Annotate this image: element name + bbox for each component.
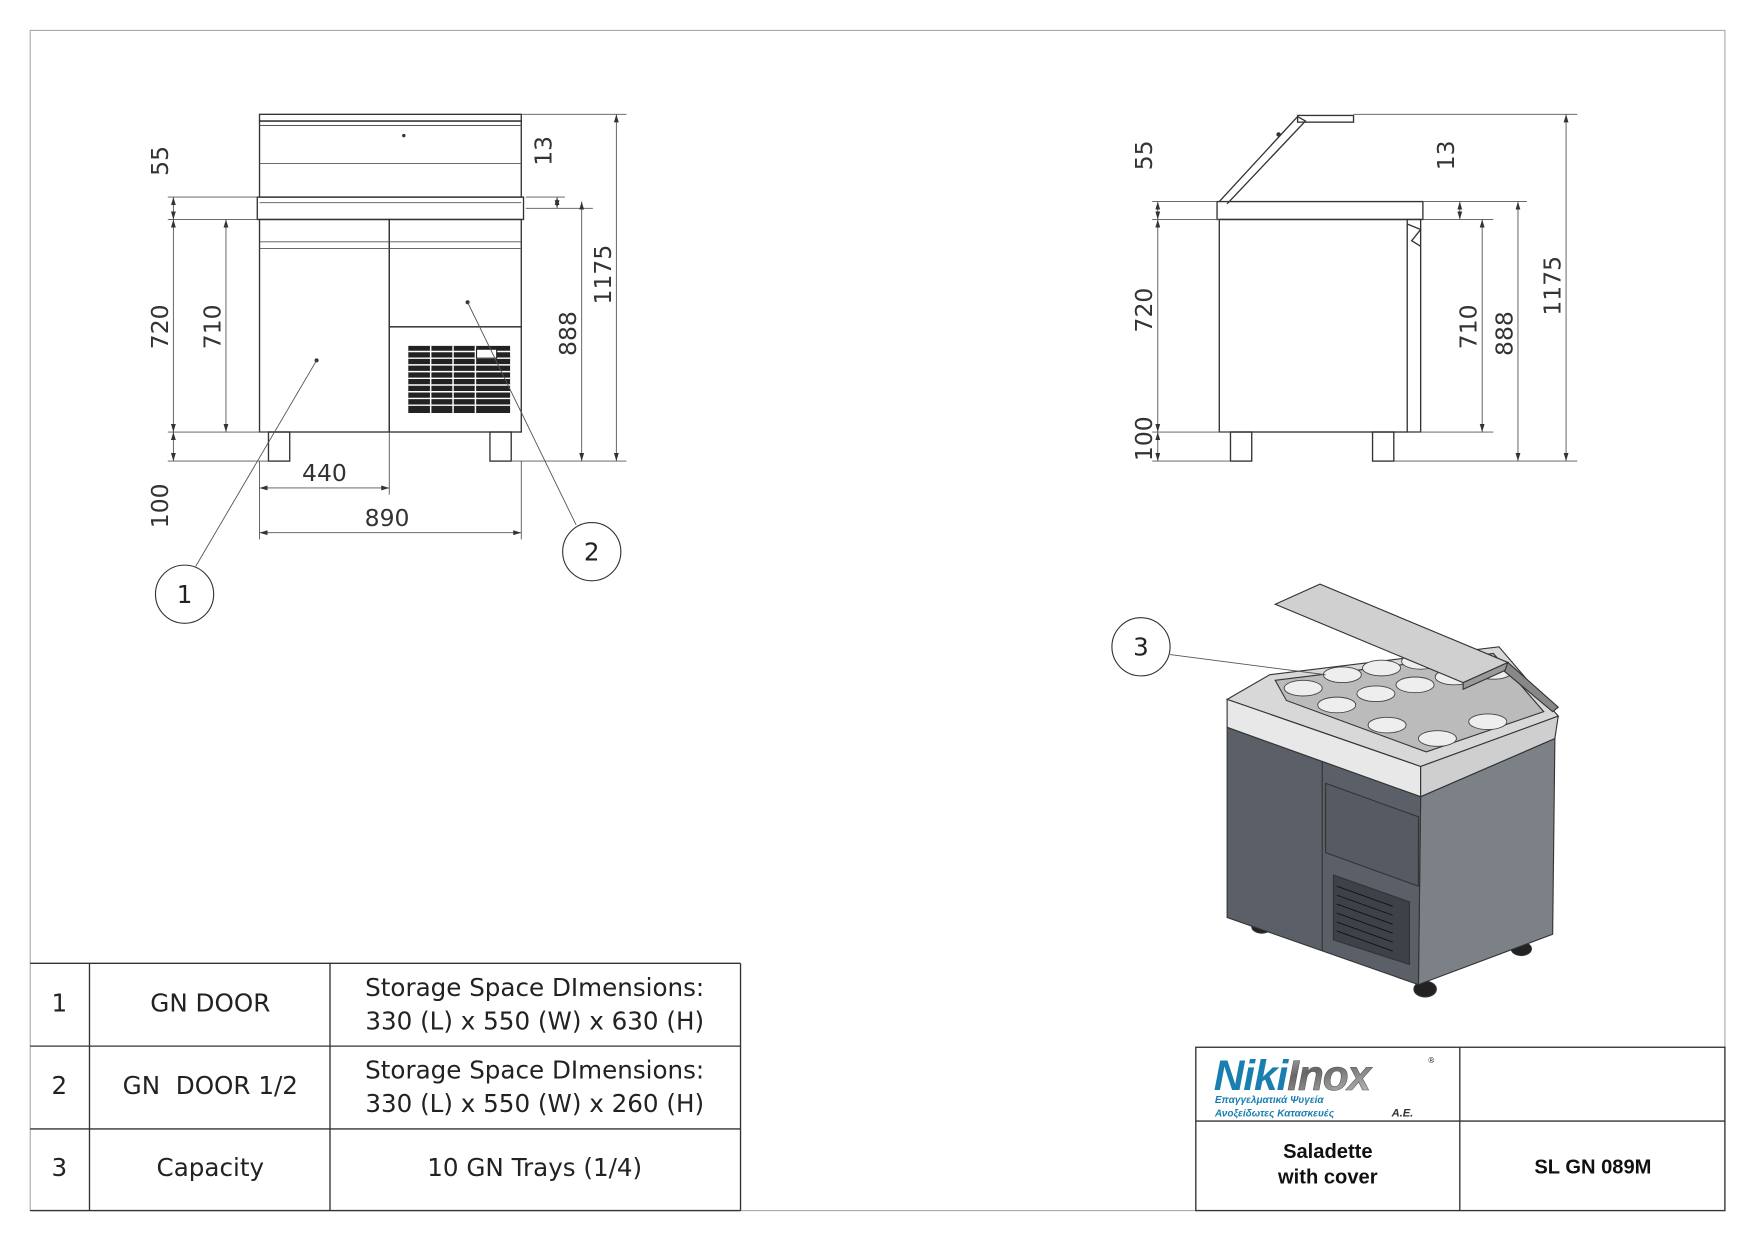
svg-text:Capacity: Capacity <box>157 1153 264 1182</box>
svg-text:NikiInox: NikiInox <box>1214 1053 1374 1100</box>
balloon-3: 3 <box>1111 617 1171 677</box>
title-block: NikiInox Επαγγελματικά Ψυγεία Ανοξείδωτε… <box>1195 1046 1726 1212</box>
side-dim-1175: 1175 <box>1538 256 1566 316</box>
dim-100: 100 <box>146 483 174 528</box>
svg-text:2: 2 <box>51 1071 67 1100</box>
door-2 <box>388 218 522 328</box>
side-view: 55 720 100 13 710 888 1175 <box>1130 113 1578 462</box>
table-row: 2 GN DOOR 1/2 Storage Space DImensions: … <box>51 1056 704 1119</box>
dim-55: 55 <box>146 146 174 176</box>
door-1 <box>258 218 390 433</box>
compressor-grille-icon <box>408 345 511 413</box>
svg-text:3: 3 <box>1133 633 1149 662</box>
isometric-view: 3 <box>1111 583 1560 998</box>
side-dim-710: 710 <box>1455 304 1483 349</box>
dim-440: 440 <box>302 459 347 487</box>
svg-text:330 (L) x 550 (W) x 630 (H): 330 (L) x 550 (W) x 630 (H) <box>365 1006 704 1035</box>
nikiinox-logo: NikiInox Επαγγελματικά Ψυγεία Ανοξείδωτε… <box>1214 1052 1435 1120</box>
svg-text:Storage Space DImensions:: Storage Space DImensions: <box>365 973 704 1002</box>
side-dim-720: 720 <box>1130 288 1158 333</box>
svg-text:Ανοξείδωτες Κατασκευές: Ανοξείδωτες Κατασκευές <box>1214 1109 1335 1120</box>
svg-text:3: 3 <box>51 1153 67 1182</box>
table-row: 1 GN DOOR Storage Space DImensions: 330 … <box>51 973 704 1036</box>
front-view: 55 720 100 710 13 888 1175 440 890 1 2 <box>146 113 627 624</box>
svg-text:2: 2 <box>584 538 600 567</box>
balloon-2: 2 <box>562 522 622 582</box>
table-row: 3 Capacity 10 GN Trays (1/4) <box>51 1153 642 1182</box>
dim-13: 13 <box>529 136 557 166</box>
svg-text:A.E.: A.E. <box>1391 1108 1414 1120</box>
svg-text:GN DOOR: GN DOOR <box>150 988 270 1017</box>
svg-text:1: 1 <box>177 580 193 609</box>
dim-1175: 1175 <box>589 245 617 305</box>
product-name-line2: with cover <box>1277 1167 1378 1189</box>
dim-710: 710 <box>198 304 226 349</box>
parts-table: 1 GN DOOR Storage Space DImensions: 330 … <box>30 962 742 1212</box>
side-dim-55: 55 <box>1130 140 1158 170</box>
model-code: SL GN 089M <box>1534 1157 1651 1179</box>
svg-text:10 GN Trays (1/4): 10 GN Trays (1/4) <box>427 1153 642 1182</box>
balloon-1: 1 <box>154 564 215 624</box>
svg-text:330 (L) x 550 (W) x 260 (H): 330 (L) x 550 (W) x 260 (H) <box>365 1089 704 1118</box>
svg-text:GN DOOR 1/2: GN DOOR 1/2 <box>123 1071 298 1100</box>
sheet-border <box>29 29 1726 1212</box>
side-dim-13: 13 <box>1432 140 1460 170</box>
dim-888: 888 <box>554 311 582 356</box>
product-name: Saladette <box>1283 1141 1372 1163</box>
dim-720: 720 <box>146 304 174 349</box>
dim-890: 890 <box>365 504 410 532</box>
side-dim-888: 888 <box>1490 311 1518 356</box>
svg-text:®: ® <box>1427 1056 1435 1065</box>
side-dim-100: 100 <box>1130 416 1158 461</box>
svg-text:Επαγγελματικά Ψυγεία: Επαγγελματικά Ψυγεία <box>1215 1095 1325 1106</box>
svg-text:Storage Space DImensions:: Storage Space DImensions: <box>365 1056 704 1085</box>
svg-text:1: 1 <box>51 988 67 1017</box>
